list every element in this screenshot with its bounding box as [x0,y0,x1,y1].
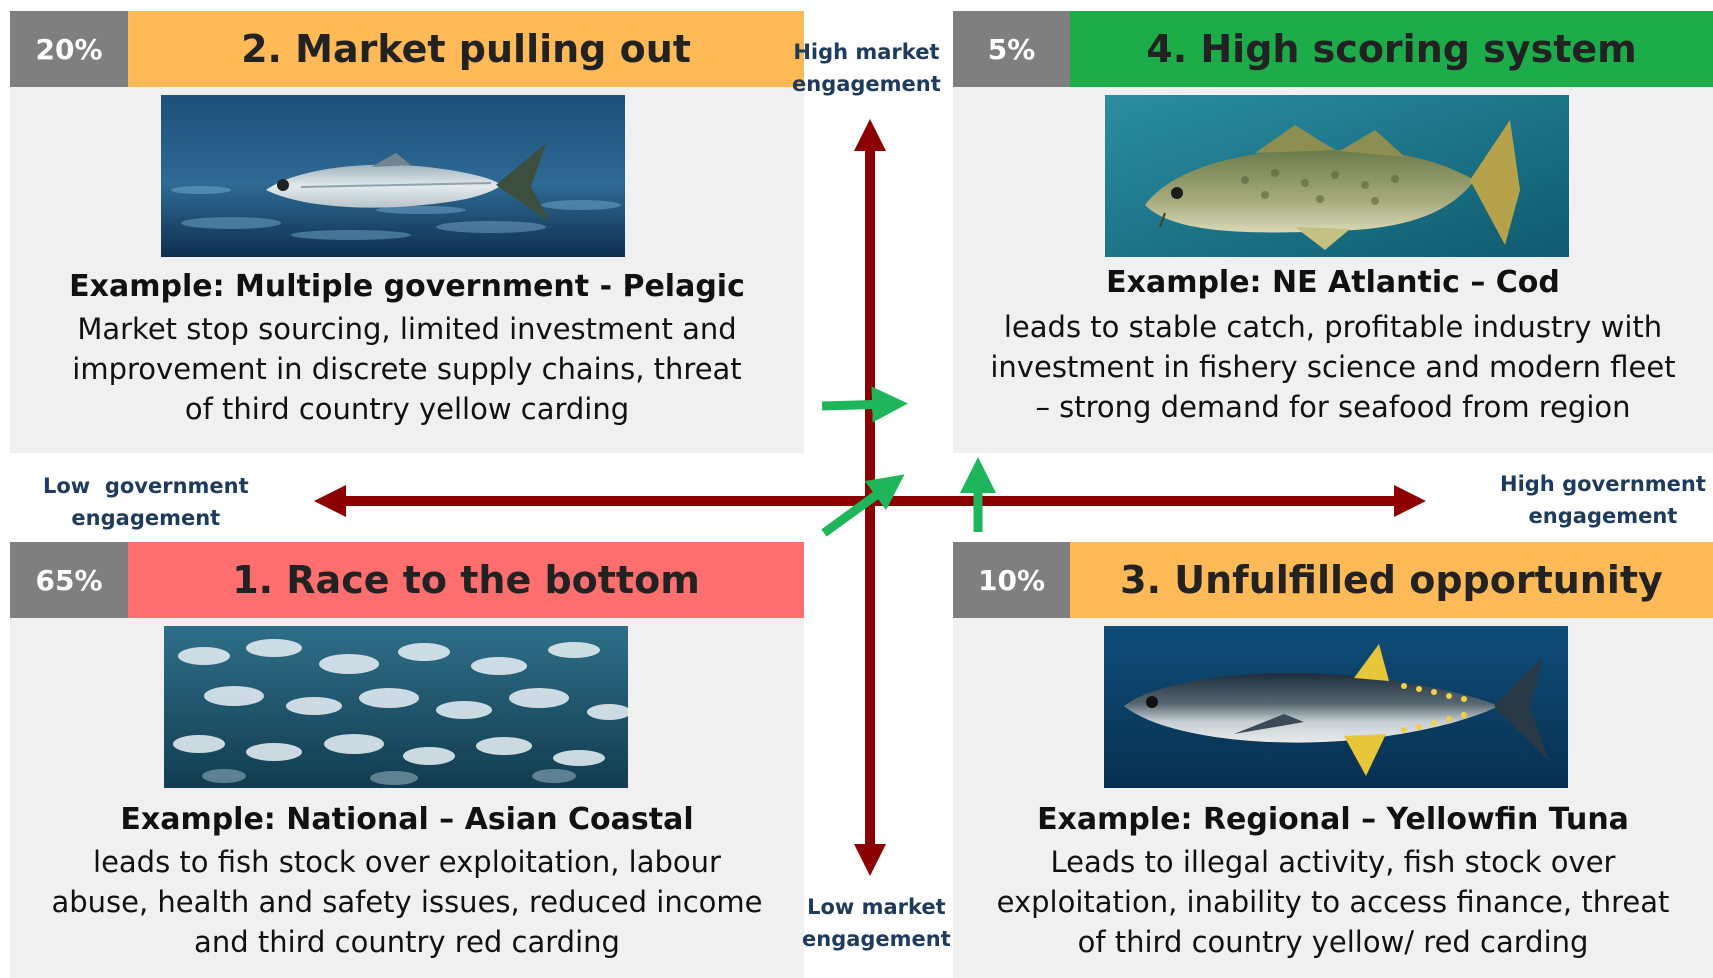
axis-label-line: engagement [802,927,951,951]
quadrant-header: 20% 2. Market pulling out [10,11,804,87]
axis-label-high-market: High market engagement [792,36,941,100]
example-text: Example: Multiple government - Pelagic [69,269,745,304]
transition-arrow-right [821,386,908,423]
axis-label-line: High government [1500,472,1706,496]
example-text: Example: National – Asian Coastal [120,802,694,837]
axis-label-line: engagement [1528,504,1678,528]
quadrant-title: 4. High scoring system [1070,11,1713,87]
percent-badge: 20% [10,11,128,87]
description-line: of third country yellow/ red carding [1077,925,1589,959]
description-line: leads to fish stock over exploitation, l… [93,845,721,879]
description-line: improvement in discrete supply chains, t… [72,352,742,386]
axis-label-line: High market [793,40,940,64]
description-line: and third country red carding [194,925,620,959]
example-text: Example: NE Atlantic – Cod [1106,265,1560,300]
axis-label-low-government: Low government engagement [43,470,249,534]
fish-icon [161,95,625,257]
description-line: leads to stable catch, profitable indust… [1003,310,1663,344]
quadrant-title: 2. Market pulling out [128,11,804,87]
description-line: of third country yellow carding [184,392,630,426]
quadrant-header: 5% 4. High scoring system [953,11,1713,87]
fish-school-icon [164,626,628,788]
quadrant-header: 10% 3. Unfulfilled opportunity [953,542,1713,618]
description: Leads to illegal activity, fish stock ov… [953,842,1713,962]
quadrant-high-scoring-system: 5% 4. High scoring system [953,11,1713,453]
description-line: exploitation, inability to access financ… [996,885,1670,919]
cod-icon [1105,95,1569,257]
description-line: Leads to illegal activity, fish stock ov… [1050,845,1616,879]
description: leads to fish stock over exploitation, l… [10,842,804,962]
percent-badge: 10% [953,542,1070,618]
description: Market stop sourcing, limited investment… [10,309,804,429]
quadrant-header: 65% 1. Race to the bottom [10,542,804,618]
axis-label-line: engagement [71,506,221,530]
percent-badge: 5% [953,11,1070,87]
quadrant-title: 1. Race to the bottom [128,542,804,618]
quadrant-title: 3. Unfulfilled opportunity [1070,542,1713,618]
quadrant-unfulfilled-opportunity: 10% 3. Unfulfilled opportunity [953,542,1713,978]
axis-label-high-government: High government engagement [1500,468,1706,532]
tuna-icon [1104,626,1568,788]
description: leads to stable catch, profitable indust… [953,307,1713,427]
transition-arrow-diagonal [821,474,905,537]
example-text: Example: Regional – Yellowfin Tuna [1037,802,1629,837]
quadrant-market-pulling-out: 20% 2. Market pulling out [10,11,804,453]
axis-label-line: engagement [792,72,941,96]
description-line: Market stop sourcing, limited investment… [77,312,737,346]
description-line: abuse, health and safety issues, reduced… [51,885,763,919]
quadrant-race-to-the-bottom: 65% 1. Race to the bottom [10,542,804,978]
axis-label-line: Low market [807,895,946,919]
description-line: investment in fishery science and modern… [990,350,1676,384]
axis-label-line: Low government [43,474,249,498]
percent-badge: 65% [10,542,128,618]
description-line: – strong demand for seafood from region [1035,390,1631,424]
axis-label-low-market: Low market engagement [802,891,951,955]
